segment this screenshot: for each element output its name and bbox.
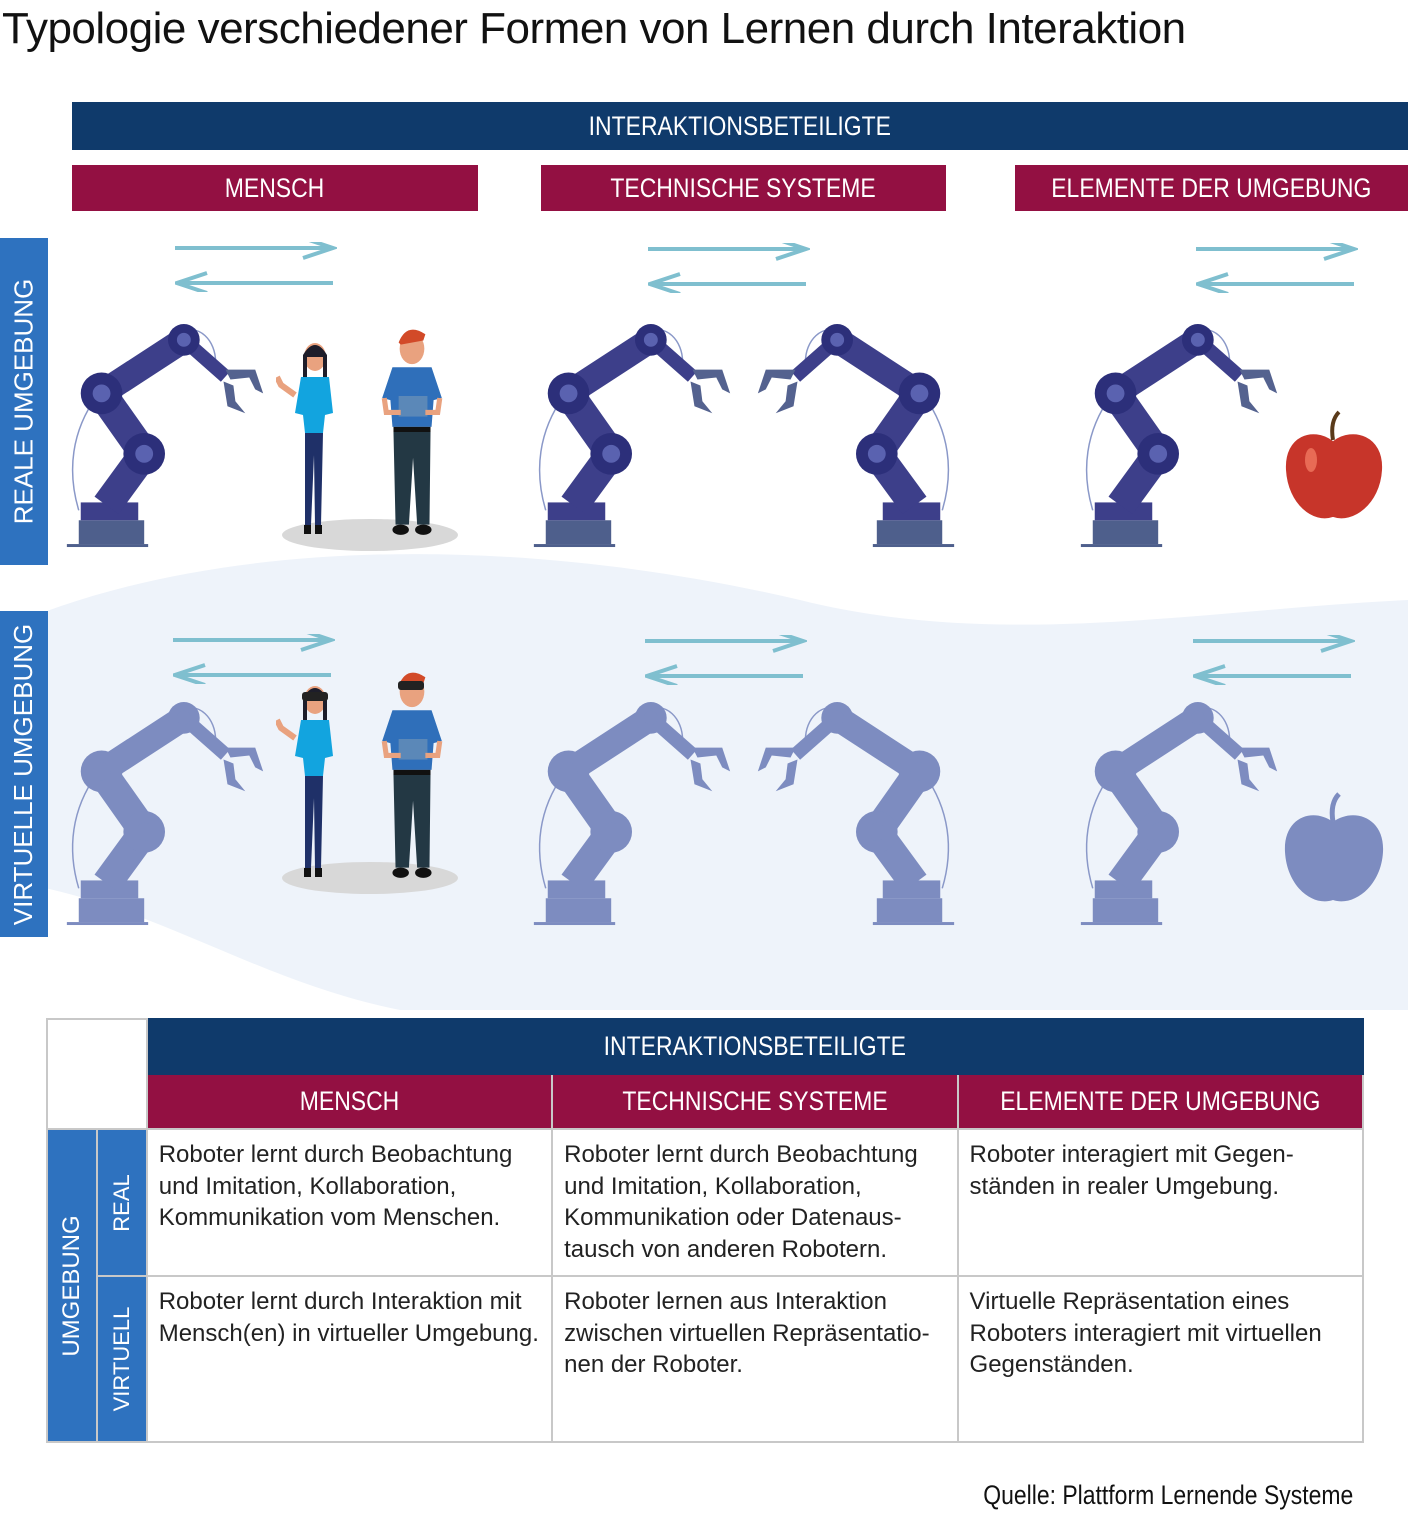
man-figure-icon — [376, 322, 448, 542]
bidirectional-arrows-icon — [1193, 635, 1355, 685]
column-label: TECHNISCHE SYSTEME — [622, 1086, 888, 1116]
robot-arm-icon — [66, 322, 266, 550]
column-label: MENSCH — [299, 1086, 400, 1116]
floor-shadow — [282, 862, 458, 894]
typology-table: INTERAKTIONSBETEILIGTE MENSCH TECHNISCHE… — [46, 1018, 1365, 1443]
row-label-text: REAL — [108, 1173, 134, 1232]
source-note: Quelle: Plattform Lernende Systeme — [918, 1480, 1353, 1511]
table-cell: Roboter lernt durch Beobachtung und Imit… — [551, 1128, 959, 1277]
virtual-apple-icon — [1284, 792, 1384, 902]
bidirectional-arrows-icon — [1196, 243, 1358, 293]
participants-header: INTERAKTIONSBETEILIGTE — [72, 102, 1408, 150]
table-cell: Roboter lernt durch Interaktion mit Mens… — [145, 1275, 554, 1443]
column-label: TECHNISCHE SYSTEME — [610, 172, 877, 203]
table-row: VIRTUELL Roboter lernt durch Interaktion… — [47, 1275, 1365, 1443]
page-title: Typologie verschiedener Formen von Lerne… — [2, 4, 1186, 53]
row-label-text: VIRTUELLE UMGEBUNG — [8, 623, 39, 925]
table-corner — [46, 1018, 148, 1130]
table-group-header: INTERAKTIONSBETEILIGTE — [145, 1018, 1365, 1075]
floor-shadow — [282, 519, 458, 551]
woman-vr-figure-icon — [276, 678, 348, 888]
robot-arm-icon — [1080, 322, 1280, 550]
column-label: MENSCH — [225, 172, 325, 203]
man-vr-figure-icon — [376, 665, 448, 885]
bidirectional-arrows-icon — [175, 242, 337, 292]
table-cell: Roboter lernen aus Interaktion zwischen … — [551, 1275, 959, 1443]
robot-arm-icon — [755, 322, 955, 550]
virtual-robot-arm-icon — [66, 700, 266, 928]
apple-icon — [1283, 410, 1385, 521]
column-header-technische-systeme: TECHNISCHE SYSTEME — [541, 165, 946, 211]
row-label-real: REAL — [95, 1128, 148, 1277]
virtual-robot-arm-icon — [1080, 700, 1280, 928]
table-column-header: MENSCH — [145, 1073, 554, 1130]
table-cell: Virtuelle Repräsentation eines Roboters … — [956, 1275, 1365, 1443]
table-group-label: INTERAKTIONSBETEILIGTE — [603, 1031, 906, 1061]
bidirectional-arrows-icon — [173, 634, 335, 684]
row-label-real: REALE UMGEBUNG — [0, 238, 48, 565]
row-label-virtual: VIRTUELL — [95, 1275, 148, 1443]
column-label: ELEMENTE DER UMGEBUNG — [1051, 172, 1372, 203]
virtual-robot-arm-icon — [533, 700, 733, 928]
column-label: ELEMENTE DER UMGEBUNG — [1000, 1086, 1321, 1116]
table-row: UMGEBUNG REAL Roboter lernt durch Beobac… — [46, 1128, 1365, 1443]
source-text: Quelle: Plattform Lernende Systeme — [983, 1480, 1353, 1510]
table-cell: Roboter interagiert mit Gegen-ständen in… — [956, 1128, 1365, 1277]
row-group-label: UMGEBUNG — [57, 1214, 85, 1357]
woman-figure-icon — [276, 335, 348, 545]
robot-arm-icon — [533, 322, 733, 550]
table-column-header: TECHNISCHE SYSTEME — [551, 1073, 959, 1130]
participants-header-label: INTERAKTIONSBETEILIGTE — [588, 110, 892, 141]
virtual-robot-arm-icon — [755, 700, 955, 928]
column-header-mensch: MENSCH — [72, 165, 478, 211]
row-label-text: VIRTUELL — [108, 1306, 134, 1412]
row-label-virtual: VIRTUELLE UMGEBUNG — [0, 611, 48, 937]
bidirectional-arrows-icon — [648, 243, 810, 293]
row-label-text: REALE UMGEBUNG — [8, 278, 39, 525]
row-group-umgebung: UMGEBUNG — [46, 1128, 98, 1443]
column-header-elemente: ELEMENTE DER UMGEBUNG — [1015, 165, 1408, 211]
bidirectional-arrows-icon — [645, 635, 807, 685]
table-cell: Roboter lernt durch Beobachtung und Imit… — [145, 1128, 554, 1277]
table-column-header: ELEMENTE DER UMGEBUNG — [956, 1073, 1365, 1130]
